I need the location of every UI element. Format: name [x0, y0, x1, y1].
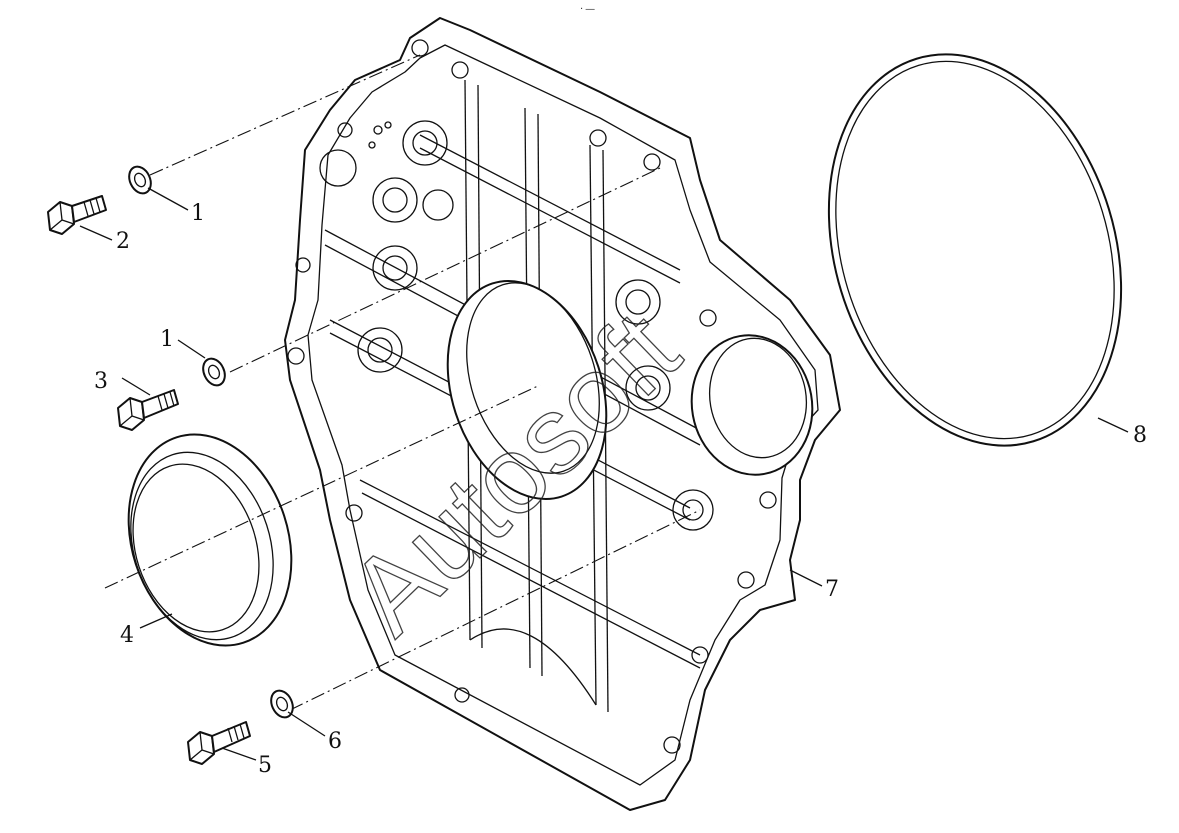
bolt-upper [47, 195, 107, 235]
washer-upper [128, 165, 152, 195]
leader-lines [79, 187, 1129, 761]
o-ring [827, 53, 1123, 447]
gear-case-cover [284, 17, 841, 811]
callout-4: 4 [120, 623, 134, 648]
callout-5: 5 [258, 753, 272, 778]
callout-8: 8 [1133, 423, 1147, 448]
callout-7: 7 [825, 577, 839, 602]
bolt-lower [187, 721, 251, 765]
callout-6: 6 [328, 729, 342, 754]
bolt-middle [117, 389, 179, 431]
center-lines [104, 54, 701, 711]
oil-seal [127, 433, 293, 647]
washer-middle [202, 357, 226, 387]
top-mark: · — [580, 4, 595, 15]
callout-1-upper: 1 [191, 201, 205, 226]
callout-2: 2 [116, 229, 130, 254]
callout-1-middle: 1 [160, 327, 174, 352]
callout-3: 3 [94, 369, 108, 394]
washer-lower [270, 689, 294, 719]
